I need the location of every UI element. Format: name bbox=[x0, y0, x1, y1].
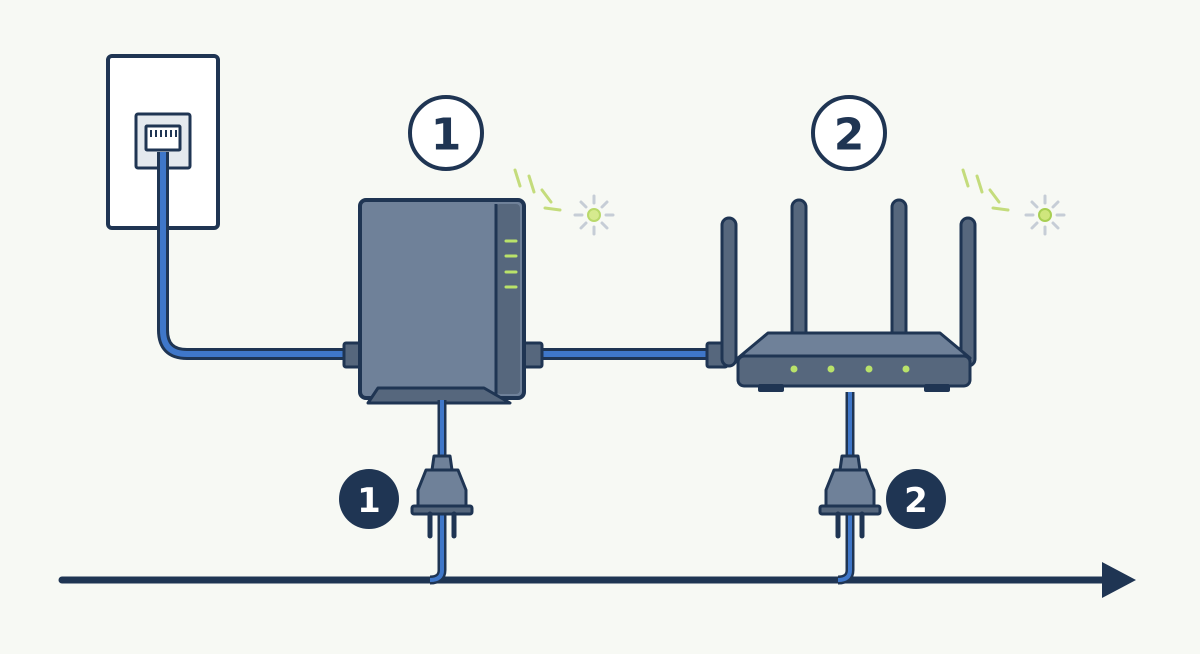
router-antennas bbox=[720, 198, 977, 368]
modem-activity-sparkle-icon bbox=[513, 168, 615, 236]
router-status-leds bbox=[790, 365, 910, 373]
step-1-number: 1 bbox=[431, 110, 462, 161]
step-2-number: 2 bbox=[834, 110, 865, 161]
ethernet-wall-jack-icon bbox=[106, 54, 220, 230]
step-2-label: 2 bbox=[811, 95, 887, 171]
power-plug-icon bbox=[818, 454, 882, 539]
step-1-badge-number: 1 bbox=[357, 481, 381, 521]
step-1-badge: 1 bbox=[339, 469, 399, 529]
step-2-badge-number: 2 bbox=[904, 481, 928, 521]
router-activity-sparkle-icon bbox=[961, 168, 1066, 236]
ethernet-cable-wall-to-modem bbox=[157, 152, 346, 360]
step-2-badge: 2 bbox=[886, 469, 946, 529]
step-1-label: 1 bbox=[408, 95, 484, 171]
power-arrow-icon bbox=[58, 562, 1136, 598]
router-power-cord bbox=[837, 392, 855, 585]
router-icon bbox=[705, 198, 977, 392]
power-plug-icon bbox=[410, 454, 474, 539]
modem-status-leds bbox=[504, 239, 518, 289]
modem-power-cord bbox=[429, 400, 447, 585]
modem-icon bbox=[342, 198, 544, 405]
